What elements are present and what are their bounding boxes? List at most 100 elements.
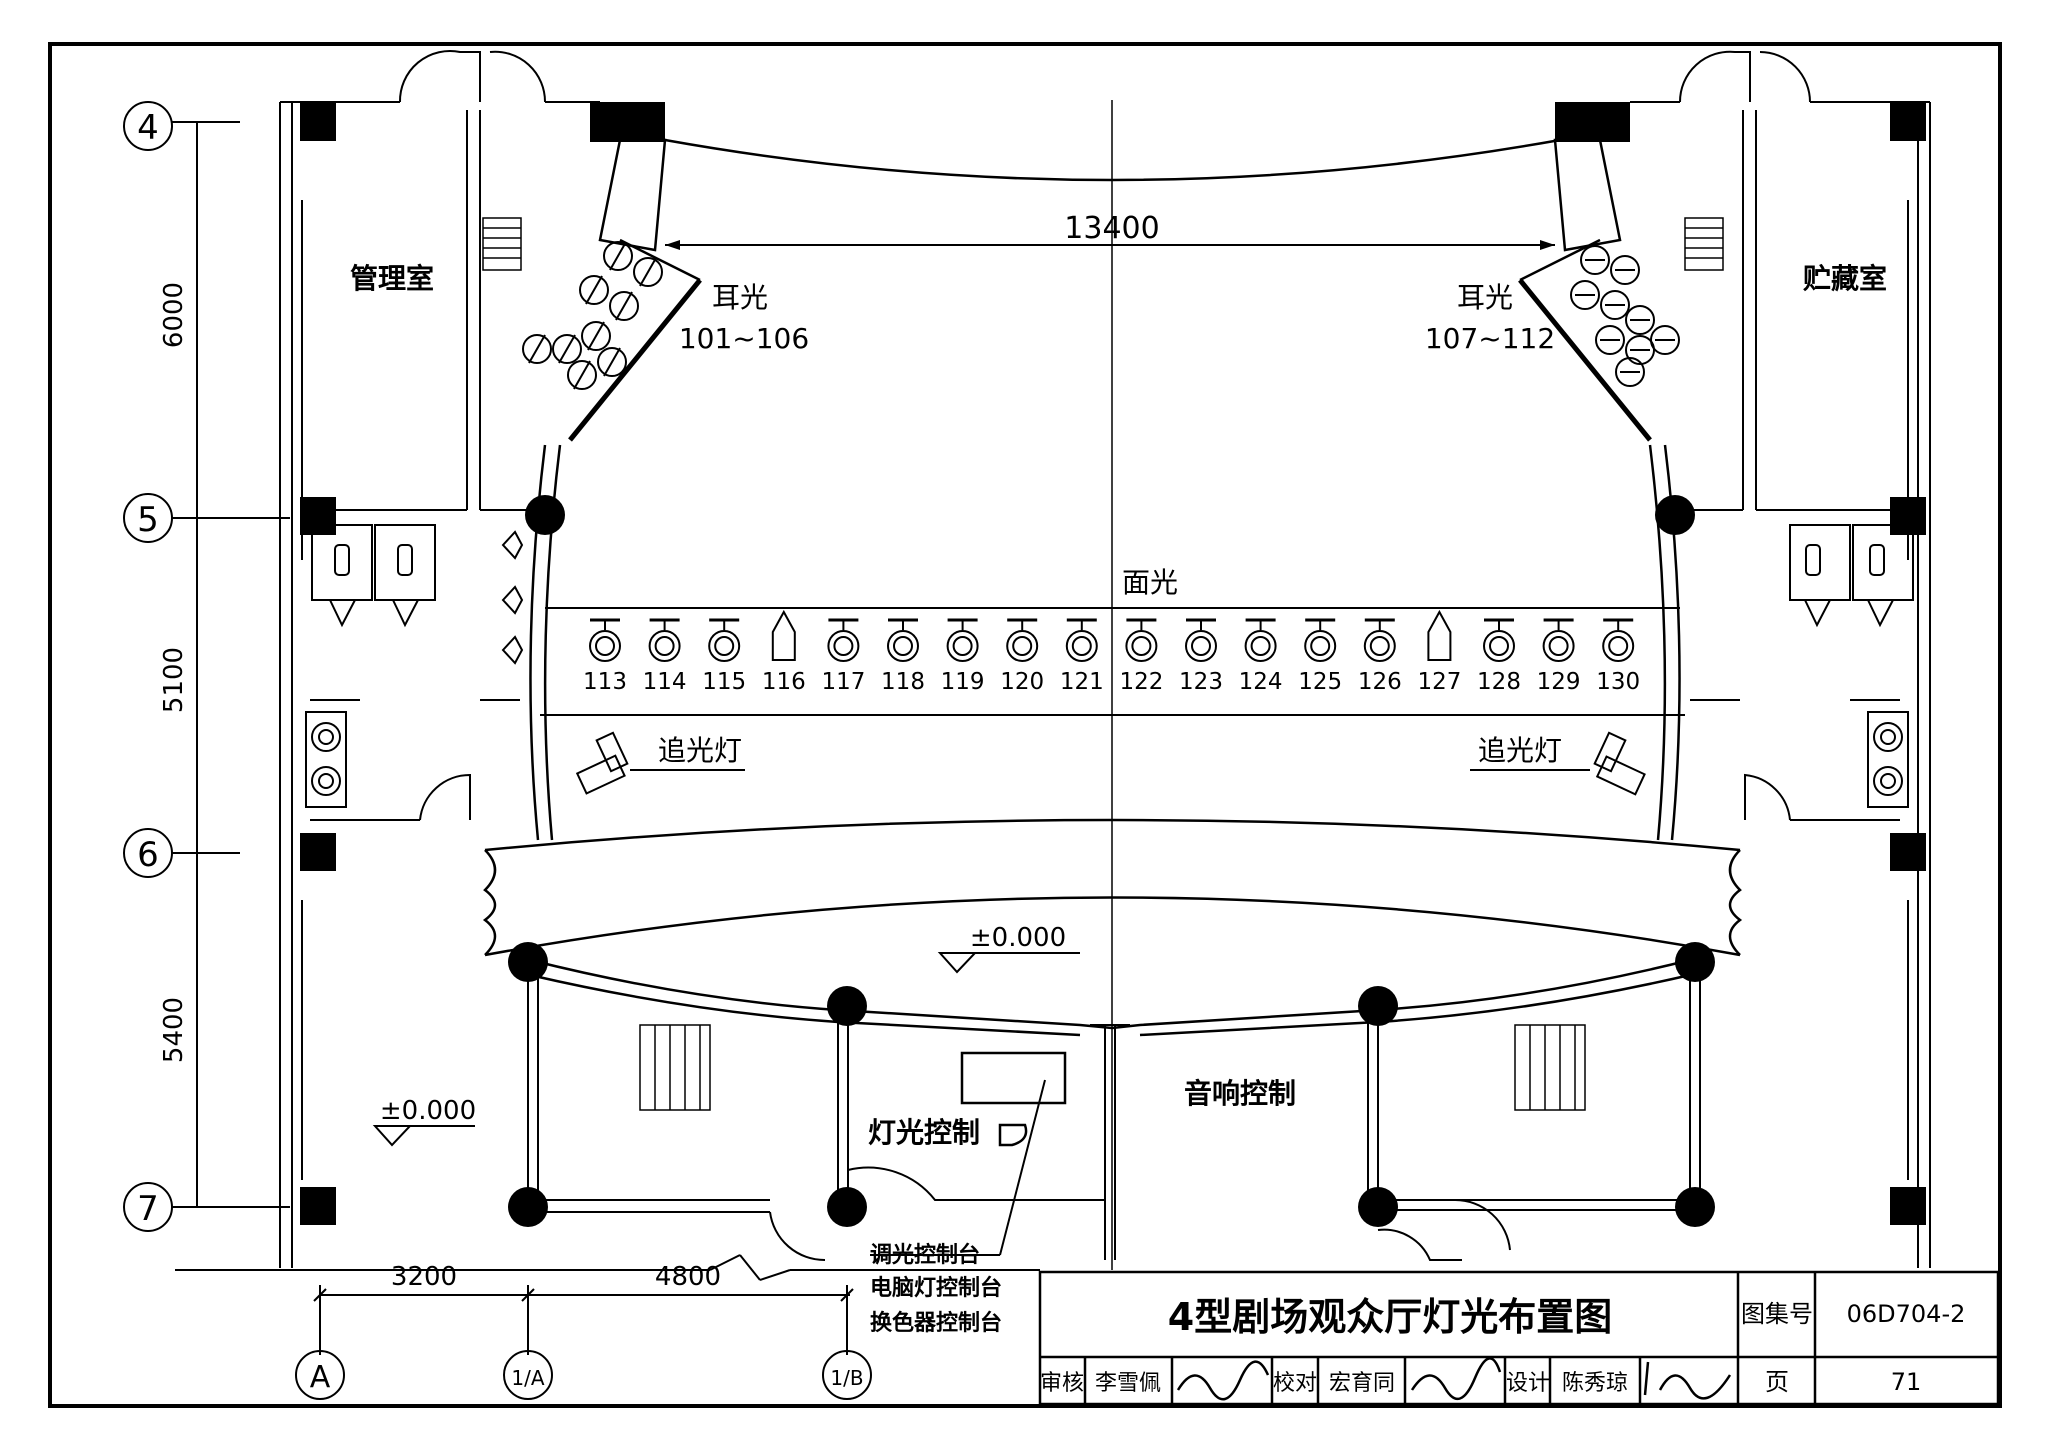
row-dim-5400: 5400 [159, 997, 189, 1063]
face-light-number: 113 [583, 669, 627, 695]
axis-col-a: A [295, 1350, 345, 1400]
ear-light-right-range: 107~112 [1425, 322, 1555, 355]
face-light-128: 128 [1477, 618, 1521, 695]
face-light-number: 122 [1119, 669, 1163, 695]
axis-col-1a: 1/A [503, 1350, 553, 1400]
face-light-number: 114 [643, 669, 687, 695]
ear-light-left-range: 101~106 [679, 322, 809, 355]
follow-spot-left [575, 731, 745, 795]
face-light-number: 127 [1417, 669, 1461, 695]
face-light-123: 123 [1179, 618, 1223, 695]
elevation-stage: ±0.000 [937, 923, 1080, 974]
face-light-number: 120 [1000, 669, 1044, 695]
face-light-number: 130 [1596, 669, 1640, 695]
face-light-129: 129 [1537, 618, 1581, 695]
stairs [482, 217, 1724, 1111]
follow-spot-left-label: 追光灯 [658, 734, 742, 767]
room-management: 管理室 [350, 262, 434, 295]
face-lights: 113 114 115 116 117 118 119 120 121 122 123 124 125 1… [583, 609, 1640, 695]
reviewer-name: 李雪佩 [1095, 1371, 1161, 1396]
face-light-number: 125 [1298, 669, 1342, 695]
drawing-title: 4型剧场观众厅灯光布置图 [1168, 1295, 1612, 1339]
face-light-number: 128 [1477, 669, 1521, 695]
face-light-122: 122 [1119, 618, 1163, 695]
svg-text:5: 5 [137, 500, 159, 540]
face-light-126: 126 [1358, 618, 1402, 695]
face-light-115: 115 [702, 618, 746, 695]
wall-fixtures [501, 530, 524, 665]
face-light-121: 121 [1060, 618, 1104, 695]
face-light-114: 114 [643, 618, 687, 695]
ear-lights-right [1570, 245, 1680, 387]
lower-rooms [527, 975, 1701, 1262]
face-light-number: 124 [1239, 669, 1283, 695]
face-light-title: 面光 [1122, 566, 1178, 599]
drawing-border [48, 42, 2002, 1408]
face-light-number: 117 [821, 669, 865, 695]
room-sound-control: 音响控制 [1184, 1077, 1296, 1110]
svg-text:4: 4 [137, 108, 159, 148]
row-dim-6000: 6000 [159, 282, 189, 348]
svg-text:6: 6 [137, 835, 159, 875]
face-light-number: 123 [1179, 669, 1223, 695]
reviewer-signature [1176, 1360, 1270, 1401]
building-walls [175, 50, 1931, 1281]
face-light-number: 126 [1358, 669, 1402, 695]
face-light-116: 116 [762, 609, 806, 695]
face-light-118: 118 [881, 618, 925, 695]
face-light-127: 127 [1417, 609, 1461, 695]
ear-light-right-title: 耳光 [1457, 281, 1513, 314]
svg-text:±0.000: ±0.000 [970, 923, 1066, 953]
designer-name: 陈秀琼 [1562, 1371, 1628, 1396]
columns [300, 102, 1926, 1225]
col-dim-4800: 4800 [655, 1262, 721, 1292]
axis-row-6: 6 [123, 828, 240, 878]
axis-col-1b: 1/B [822, 1350, 872, 1400]
design-label: 设计 [1506, 1371, 1550, 1396]
atlas-label: 图集号 [1741, 1300, 1813, 1328]
svg-text:1/B: 1/B [830, 1366, 863, 1390]
toilet-fixtures [305, 524, 1914, 808]
checker-signature [1410, 1357, 1502, 1401]
face-light-120: 120 [1000, 618, 1044, 695]
face-light-number: 115 [702, 669, 746, 695]
check-label: 校对 [1273, 1371, 1317, 1396]
face-light-125: 125 [1298, 618, 1342, 695]
console-color-changer: 换色器控制台 [870, 1310, 1002, 1336]
face-light-119: 119 [941, 618, 985, 695]
room-storage: 贮藏室 [1803, 262, 1887, 295]
axis-row-4: 4 [123, 101, 240, 151]
svg-text:7: 7 [137, 1189, 159, 1229]
page-number: 71 [1891, 1368, 1922, 1396]
face-light-number: 121 [1060, 669, 1104, 695]
svg-text:1/A: 1/A [511, 1366, 544, 1390]
col-dim-3200: 3200 [391, 1262, 457, 1292]
room-light-control: 灯光控制 [868, 1116, 980, 1149]
elevation-lobby: ±0.000 [372, 1096, 476, 1147]
page-label: 页 [1765, 1368, 1789, 1396]
console-moving-light: 电脑灯控制台 [870, 1275, 1002, 1301]
face-light-number: 118 [881, 669, 925, 695]
title-block [1038, 1270, 2000, 1406]
row-dim-5100: 5100 [159, 647, 189, 713]
svg-text:±0.000: ±0.000 [380, 1096, 476, 1126]
face-light-124: 124 [1239, 618, 1283, 695]
checker-name: 宏育同 [1329, 1371, 1395, 1396]
follow-spot-right-label: 追光灯 [1478, 734, 1562, 767]
axis-row-5: 5 [123, 493, 290, 543]
review-label: 审核 [1040, 1371, 1084, 1396]
follow-spot-right [1470, 731, 1646, 796]
svg-text:13400: 13400 [1064, 211, 1159, 246]
light-control-desk [870, 1051, 1067, 1256]
console-dimmer: 调光控制台 [870, 1242, 980, 1268]
face-light-number: 116 [762, 669, 806, 695]
stage-width-dimension: 13400 [665, 211, 1555, 250]
atlas-number: 06D704-2 [1847, 1300, 1966, 1328]
face-light-number: 119 [941, 669, 985, 695]
svg-text:A: A [310, 1360, 331, 1395]
column-dimensions [313, 1285, 854, 1355]
face-light-number: 129 [1537, 669, 1581, 695]
round-columns [508, 495, 1715, 1227]
ear-light-left-title: 耳光 [712, 281, 768, 314]
